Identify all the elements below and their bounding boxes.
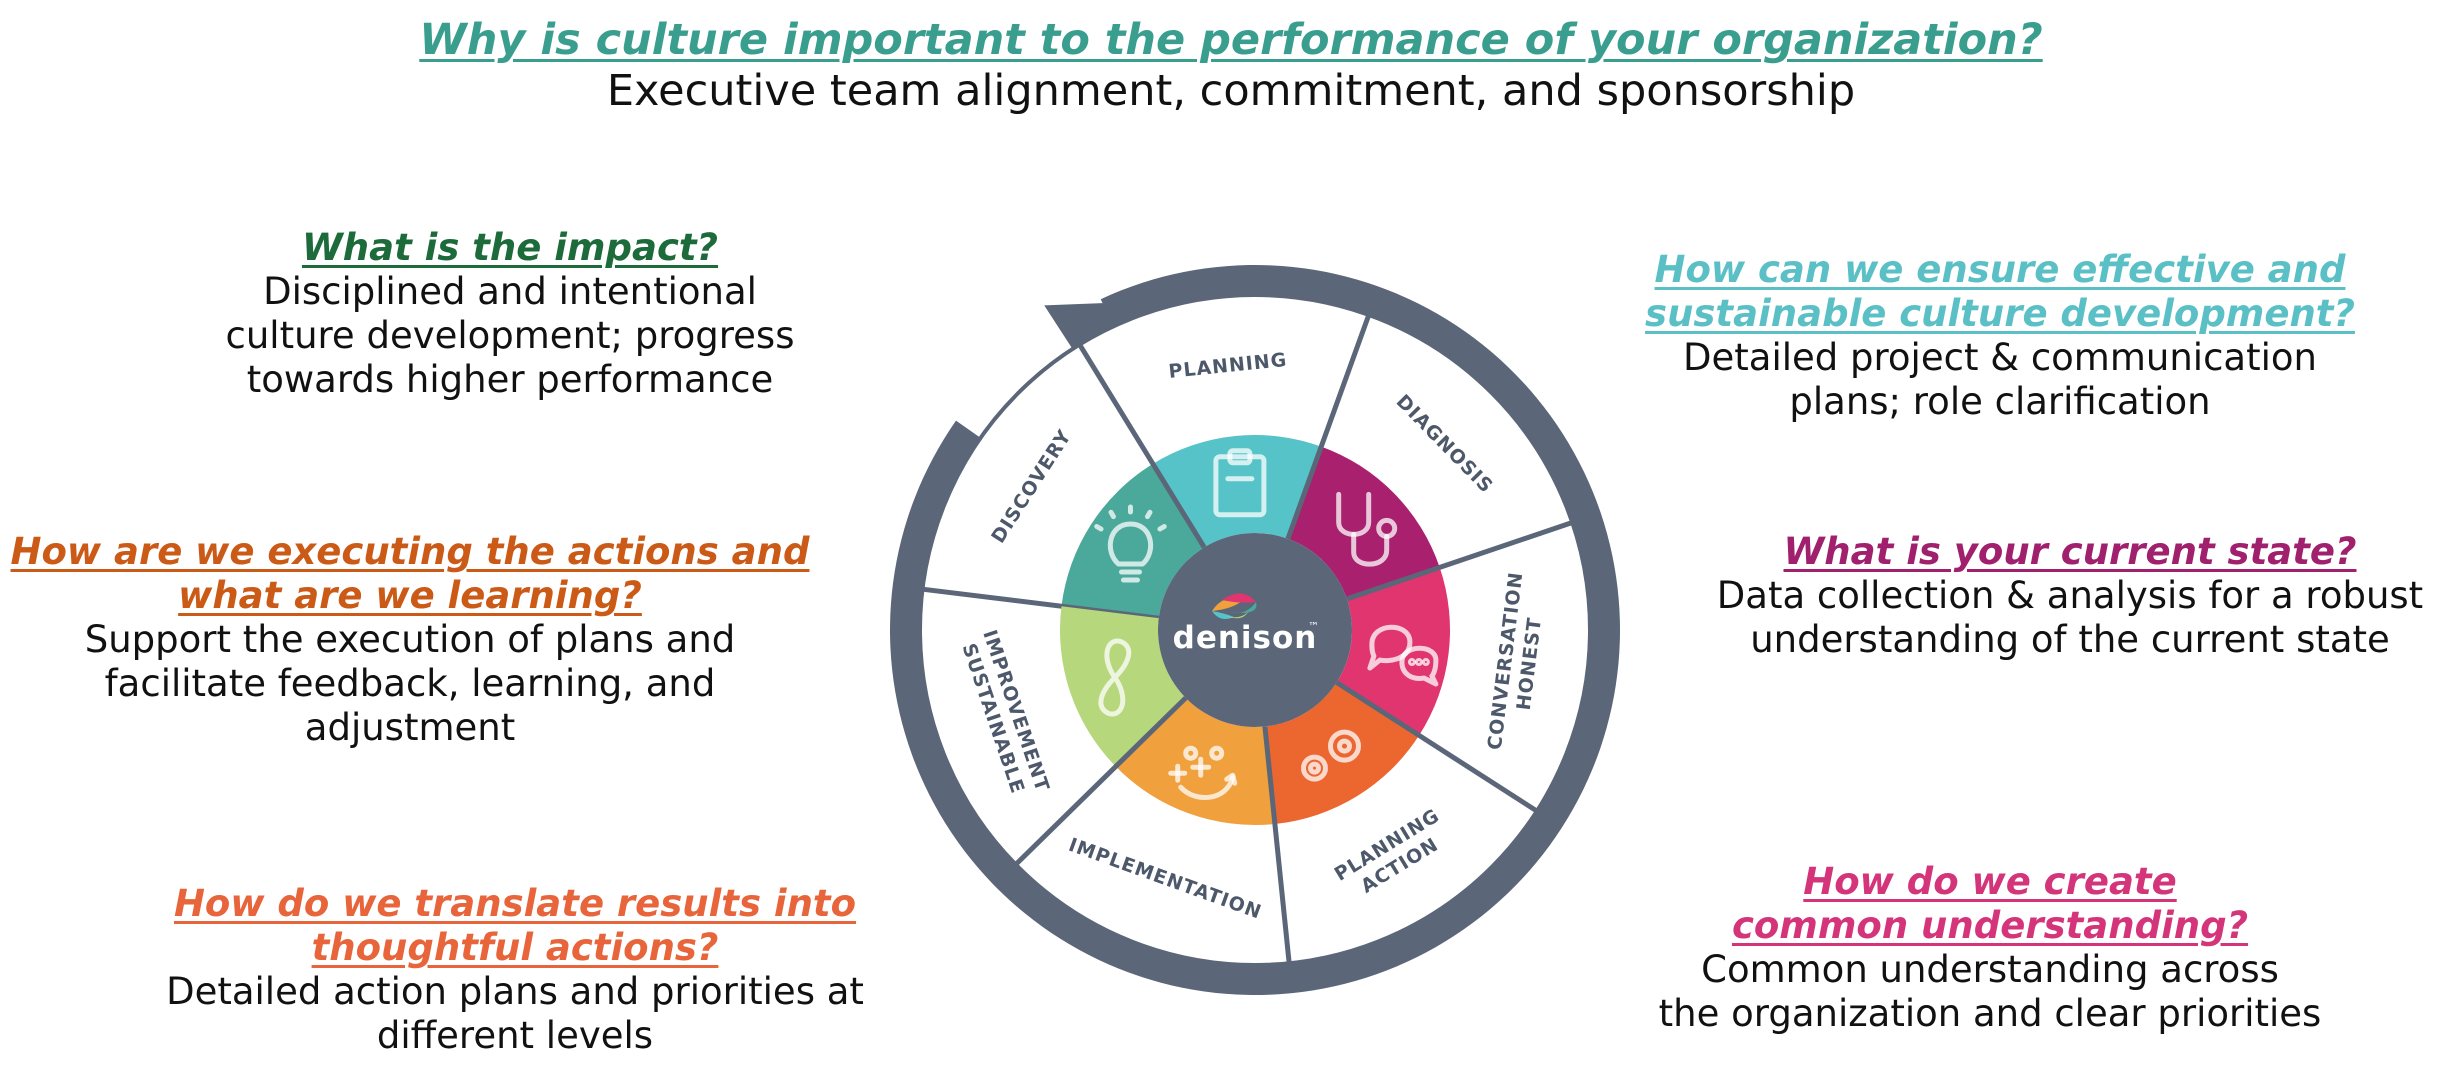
infinity-icon <box>1098 638 1132 717</box>
translate-question: How do we translate results into thought… <box>173 882 857 969</box>
impact-answer: Disciplined and intentional culture deve… <box>225 270 795 401</box>
impact-block: What is the impact? Disciplined and inte… <box>150 226 870 402</box>
gears-icon <box>1300 729 1361 782</box>
speech-bubbles-icon <box>1367 624 1439 687</box>
center-hub: denison ™ <box>1158 533 1352 727</box>
segment-diagnosis <box>1287 446 1440 599</box>
translate-answer: Detailed action plans and priorities at … <box>166 970 864 1057</box>
segment-divider <box>1014 696 1188 867</box>
header-answer: Executive team alignment, commitment, an… <box>606 66 1856 116</box>
current-state-block: What is your current state? Data collect… <box>1680 530 2460 662</box>
ensure-block: How can we ensure effective and sustaina… <box>1610 248 2390 424</box>
segment-divider <box>922 586 1160 621</box>
segment-honest-conversation <box>1336 567 1450 736</box>
segment-divider <box>1262 726 1292 964</box>
header-question: Why is culture important to the performa… <box>419 15 2043 65</box>
ensure-answer: Detailed project & communication plans; … <box>1683 336 2317 423</box>
executing-question: How are we executing the actions and wha… <box>10 530 810 617</box>
segment-planning <box>1152 435 1322 548</box>
executing-block: How are we executing the actions and wha… <box>0 530 820 750</box>
segment-discovery <box>1061 463 1205 619</box>
common-understanding-question: How do we create common understanding? <box>1731 860 2249 947</box>
stethoscope-icon <box>1336 491 1398 567</box>
culture-wheel: DISCOVERYPLANNINGDIAGNOSISHONESTCONVERSA… <box>889 265 1620 995</box>
play-diagram-icon <box>1168 745 1238 801</box>
common-understanding-block: How do we create common understanding? C… <box>1560 860 2420 1036</box>
ensure-question: How can we ensure effective and sustaina… <box>1645 248 2355 335</box>
denison-logo-text: denison <box>1173 620 1318 656</box>
segment-divider <box>1346 520 1574 602</box>
denison-logo-mark <box>1212 593 1257 619</box>
segment-divider <box>1335 680 1539 814</box>
segment-divider <box>1285 314 1372 540</box>
translate-block: How do we translate results into thought… <box>120 882 910 1058</box>
current-state-question: What is your current state? <box>1783 530 2357 573</box>
current-state-answer: Data collection & analysis for a robust … <box>1716 574 2424 661</box>
clipboard-icon <box>1213 448 1267 518</box>
impact-question: What is the impact? <box>301 226 719 269</box>
segment-divider <box>1077 343 1207 549</box>
header: Why is culture important to the performa… <box>0 14 2462 116</box>
lightbulb-icon <box>1094 504 1167 583</box>
common-understanding-answer: Common understanding across the organiza… <box>1658 948 2322 1035</box>
executing-answer: Support the execution of plans and facil… <box>84 618 736 749</box>
segment-action-planning <box>1264 682 1420 824</box>
trademark-mark: ™ <box>1308 620 1319 633</box>
